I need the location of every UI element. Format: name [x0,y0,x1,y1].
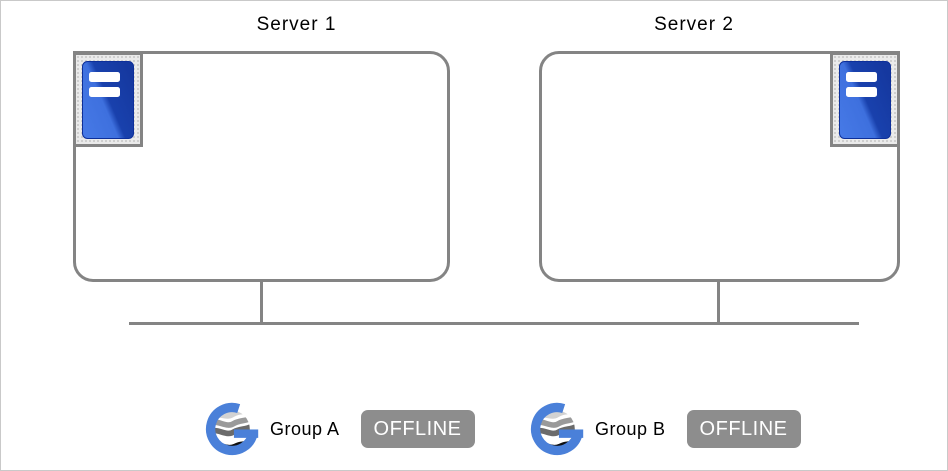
server-2-icon-frame [830,52,900,147]
group-icon [530,401,586,457]
server-icon [839,60,891,139]
group-status-badge: OFFLINE [360,410,475,448]
server-2-title: Server 2 [654,14,734,35]
server-1-network-connector [260,282,263,323]
server-1-title: Server 1 [256,14,337,35]
group-a-row: Group A OFFLINE [205,400,475,458]
server-icon [82,60,134,139]
group-name: Group B [595,418,666,439]
network-bus-line [129,322,859,325]
group-icon [205,401,261,457]
group-b-row: Group B OFFLINE [530,400,801,458]
group-name: Group A [270,418,340,439]
group-status-badge: OFFLINE [686,410,801,448]
server-2-network-connector [717,282,720,323]
server-1-icon-frame [73,52,143,147]
